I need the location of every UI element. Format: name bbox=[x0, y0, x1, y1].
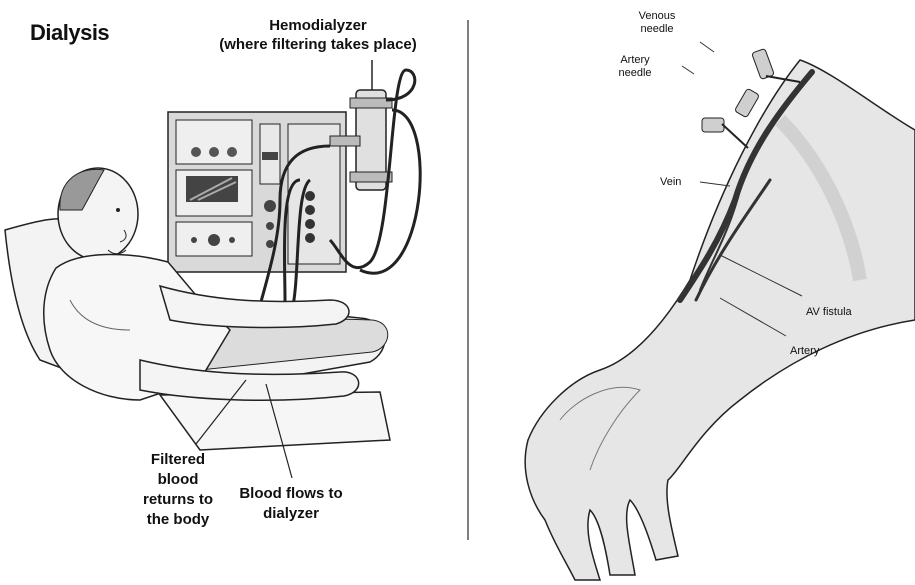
venous-label-line: needle bbox=[622, 23, 692, 36]
filtered-label-line: Filtered bbox=[128, 450, 228, 470]
artery-needle-label-line: Artery bbox=[600, 54, 670, 67]
flows-label-line: dialyzer bbox=[230, 504, 352, 524]
hemodialyzer-label-line: Hemodialyzer bbox=[198, 16, 438, 35]
page-title: Dialysis bbox=[30, 20, 109, 46]
artery-needle-label: Artery needle bbox=[600, 54, 670, 80]
venous-label-line: Venous bbox=[622, 10, 692, 23]
hemodialyzer-label: Hemodialyzer (where filtering takes plac… bbox=[198, 16, 438, 54]
artery-label: Artery bbox=[790, 345, 819, 358]
dialysis-machine bbox=[168, 112, 346, 272]
filtered-blood-label: Filtered blood returns to the body bbox=[128, 450, 228, 530]
blood-flows-label: Blood flows to dialyzer bbox=[230, 484, 352, 524]
filtered-label-line: blood bbox=[128, 470, 228, 490]
hemodialyzer-label-line: (where filtering takes place) bbox=[198, 35, 438, 54]
arm-illustration bbox=[525, 60, 915, 580]
vein-label: Vein bbox=[660, 176, 681, 189]
av-fistula-label: AV fistula bbox=[806, 306, 852, 319]
flows-label-line: Blood flows to bbox=[230, 484, 352, 504]
filtered-label-line: returns to bbox=[128, 490, 228, 510]
filtered-label-line: the body bbox=[128, 510, 228, 530]
venous-needle-label: Venous needle bbox=[622, 10, 692, 36]
artery-needle-label-line: needle bbox=[600, 67, 670, 80]
